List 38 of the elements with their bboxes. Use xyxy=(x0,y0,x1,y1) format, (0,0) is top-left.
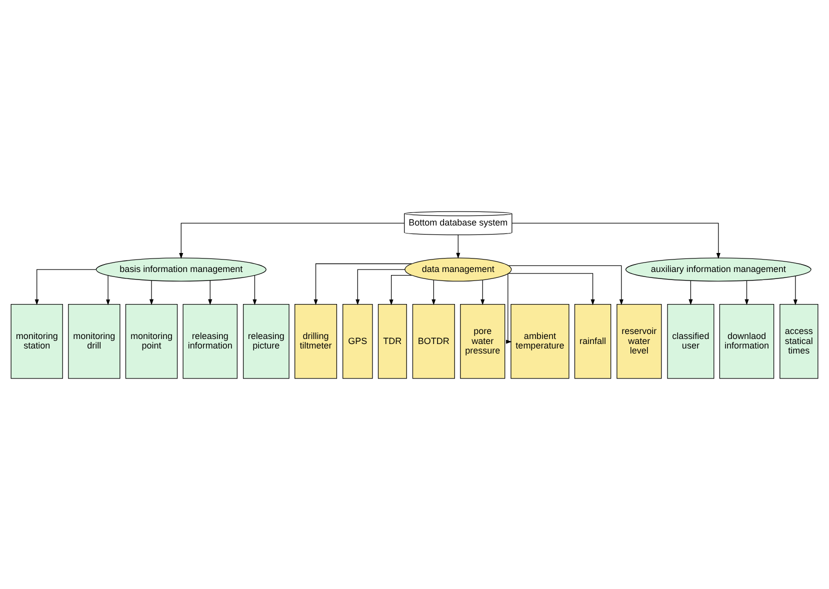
node-box: ambient temperature xyxy=(510,304,570,378)
node-box: releasing information xyxy=(182,304,238,378)
node-box: rainfall xyxy=(574,304,612,378)
node-box: TDR xyxy=(378,304,407,378)
node-box: downlaod information xyxy=(719,304,774,378)
arrow xyxy=(149,280,154,305)
arrow xyxy=(34,268,96,305)
node-box: monitoring point xyxy=(125,304,178,378)
node-box: monitoring drill xyxy=(68,304,120,378)
node-box: classified user xyxy=(667,304,714,378)
node-box: reservoir water level xyxy=(616,304,662,378)
node-ellipse: auxiliary information management xyxy=(625,257,812,281)
arrow xyxy=(252,274,257,305)
arrow xyxy=(688,280,693,305)
arrow xyxy=(389,274,412,305)
arrow xyxy=(208,280,212,305)
arrow xyxy=(432,279,436,305)
arrow xyxy=(744,280,749,305)
node-box: BOTDR xyxy=(412,304,455,378)
arrow xyxy=(508,272,595,305)
node-box: GPS xyxy=(342,304,373,378)
arrow xyxy=(314,262,412,305)
arrow xyxy=(512,222,720,258)
arrow xyxy=(508,264,624,305)
node-box: pore water pressure xyxy=(460,304,506,378)
node-ellipse: basis information management xyxy=(96,257,266,281)
node-box: access statical times xyxy=(780,304,818,378)
arrow xyxy=(480,279,485,305)
node-box: drilling tiltmeter xyxy=(294,304,338,378)
node-ellipse: data management xyxy=(404,257,512,281)
arrow xyxy=(456,234,460,258)
node-box: monitoring station xyxy=(10,304,63,378)
arrow xyxy=(356,268,406,305)
arrow xyxy=(506,272,512,344)
arrow xyxy=(179,222,405,258)
arrow xyxy=(106,274,110,305)
arrow xyxy=(793,275,798,305)
node-box: releasing picture xyxy=(242,304,290,378)
